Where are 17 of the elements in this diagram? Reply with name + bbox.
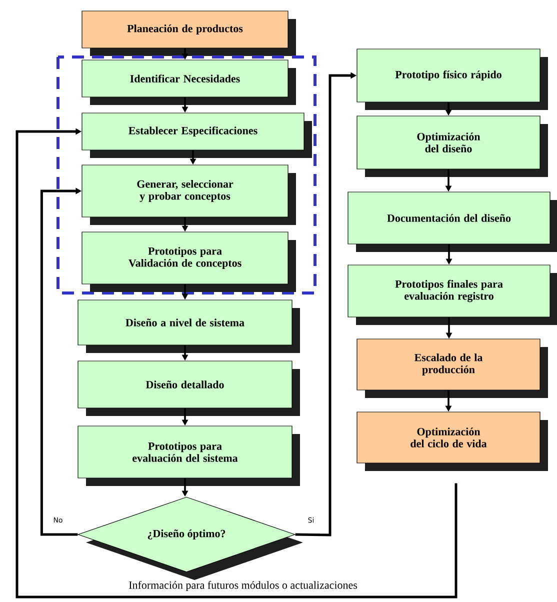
process-box: Documentación del diseño	[348, 192, 557, 252]
process-box: Prototipos para Validación de conceptos	[82, 232, 296, 292]
process-box: Prototipos para evaluación del sistema	[78, 426, 300, 486]
arrow	[16, 128, 458, 598]
dashed-group-frame	[56, 56, 316, 294]
process-box: Prototipo físico rápido	[356, 48, 548, 110]
process-box: Generar, seleccionar y probar conceptos	[82, 164, 296, 225]
edge-label: Información para futuros módulos o actualizaciones	[128, 580, 358, 592]
process-box: Diseño a nivel de sistema	[78, 300, 300, 353]
process-box: Escalado de la producción	[356, 338, 548, 398]
process-box: Identificar Necesidades	[82, 60, 296, 105]
process-box: Planeación de productos	[82, 10, 296, 56]
process-box: Optimización del ciclo de vida	[356, 412, 548, 471]
process-box: Establecer Especificaciones	[82, 112, 312, 158]
process-box: Optimización del diseño	[356, 116, 548, 177]
process-box: Diseño detallado	[78, 360, 300, 416]
process-box: Prototipos finales para evaluación registro	[348, 264, 557, 325]
